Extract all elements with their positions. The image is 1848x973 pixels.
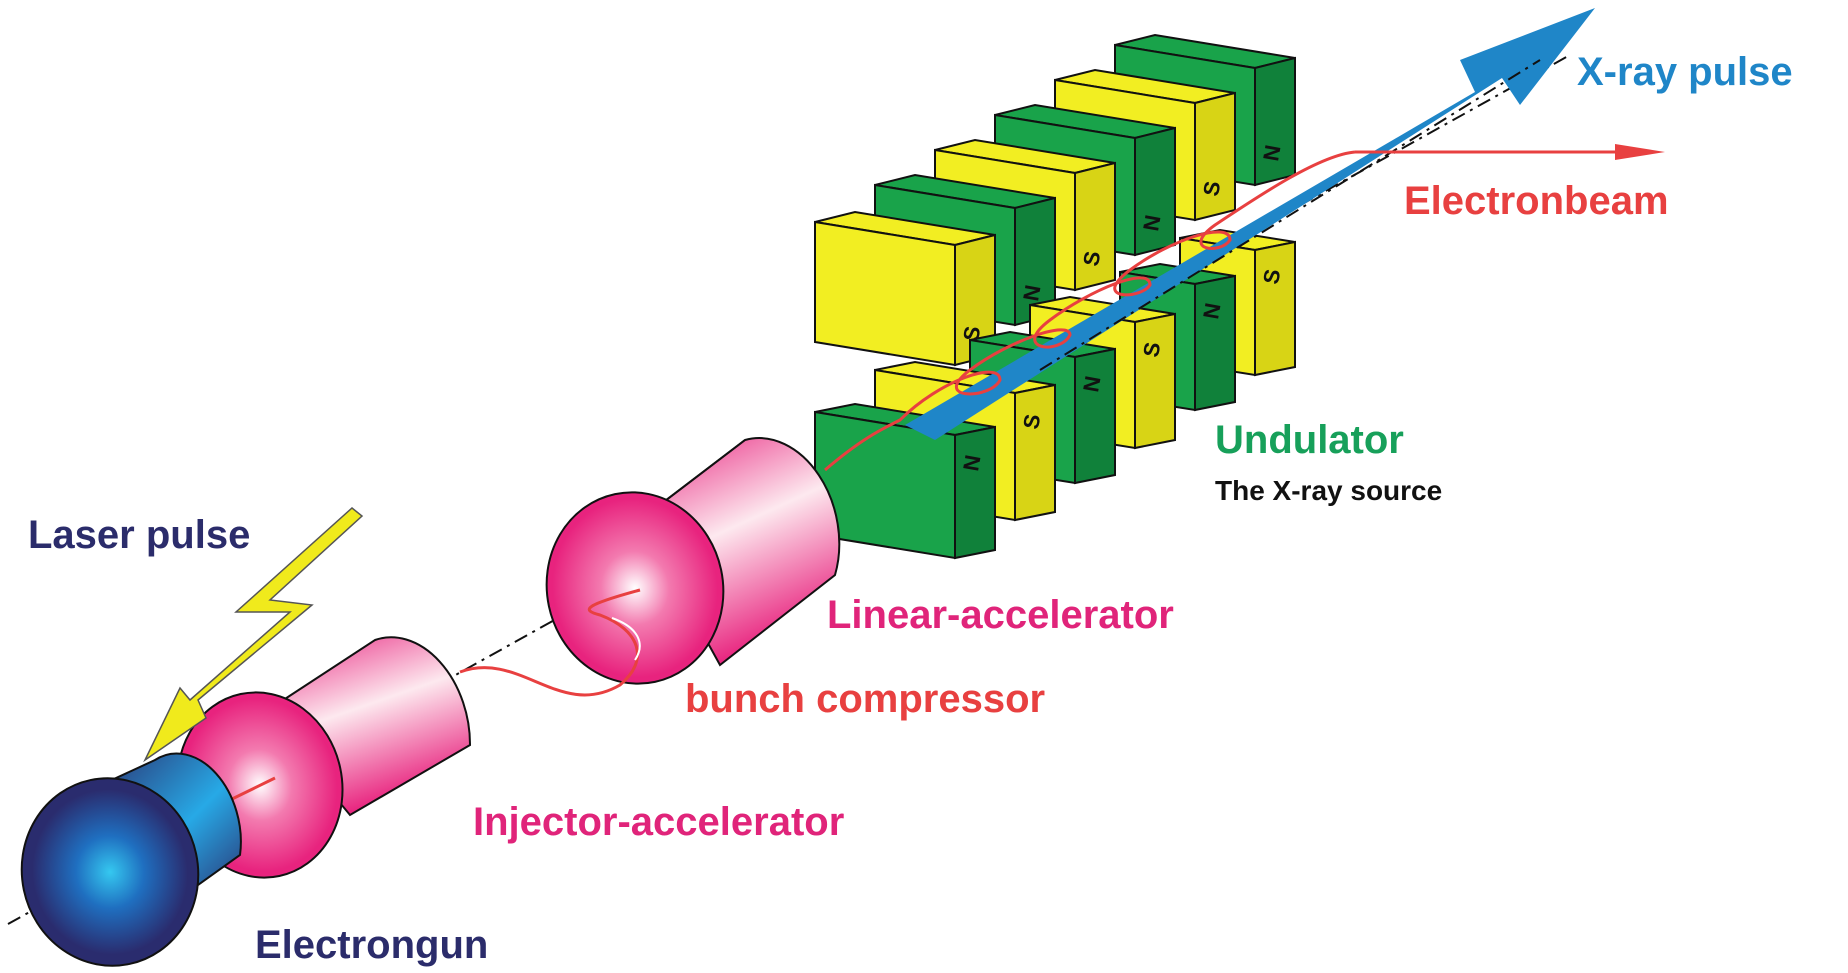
magnet-upper-6	[814, 210, 996, 367]
bunch-compressor-path	[459, 588, 641, 697]
electron-gun-cylinder	[20, 752, 242, 967]
undulator-sublabel: The X-ray source	[1215, 475, 1442, 506]
pole-label: N	[1258, 143, 1285, 163]
pole-label: S	[1258, 267, 1285, 286]
pole-label: N	[1078, 374, 1105, 394]
pole-label: S	[1138, 340, 1165, 359]
electronbeam-label: Electronbeam	[1404, 179, 1669, 223]
pole-label: S	[1078, 249, 1105, 268]
pole-label: N	[1138, 213, 1165, 233]
magnet-lower-6	[814, 402, 996, 560]
pole-label: N	[958, 453, 985, 473]
laser-pulse-label: Laser pulse	[28, 513, 250, 557]
bunch-compressor-label: bunch compressor	[685, 677, 1045, 721]
pole-label: N	[1018, 283, 1045, 303]
pole-label: N	[1198, 301, 1225, 321]
pole-label: S	[1018, 412, 1045, 431]
injector-accelerator-label: Injector-accelerator	[473, 800, 844, 844]
linear-accelerator-cylinder	[545, 437, 841, 685]
pole-label: S	[958, 324, 985, 343]
xray-pulse-arrow	[905, 8, 1595, 440]
undulator-label: Undulator	[1215, 418, 1404, 462]
laser-pulse-icon	[143, 507, 364, 763]
electron-beam-path	[824, 150, 1356, 472]
linear-accelerator-label: Linear-accelerator	[827, 593, 1174, 637]
undulator-magnets: N S N S N S S N S N S N	[814, 33, 1296, 560]
electrongun-label: Electrongun	[255, 923, 488, 967]
pole-label: S	[1198, 179, 1225, 198]
xray-pulse-label: X-ray pulse	[1577, 50, 1793, 94]
electronbeam-arrowhead	[1615, 144, 1665, 160]
